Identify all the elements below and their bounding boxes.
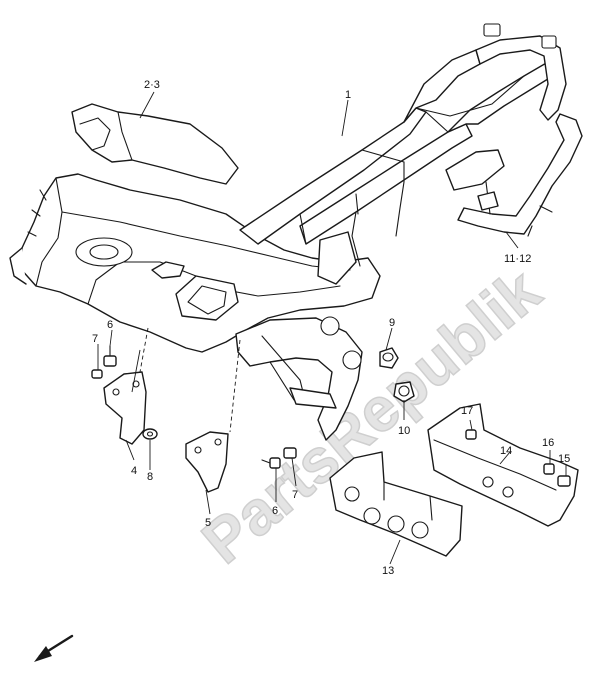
label-bolt-c: 17 [461, 405, 473, 417]
label-cushion-lower: 10 [398, 425, 410, 437]
main-frame-rear-truss [239, 23, 567, 285]
label-washer: 8 [147, 471, 153, 483]
label-frame-cover: 2·3 [144, 79, 160, 91]
label-nut-a: 15 [558, 453, 570, 465]
frame-cover-part [71, 103, 239, 185]
label-bolt-small-right: 7 [292, 489, 298, 501]
label-guard-rear: 14 [500, 445, 512, 457]
label-bolt-left: 6 [107, 319, 113, 331]
bolt-small-left-part [91, 369, 103, 379]
nut-a-part [557, 475, 571, 487]
callout-labels: 1 2·3 11·12 9 10 6 7 4 8 5 6 7 13 14 15 … [92, 79, 570, 577]
main-frame-pivot-section [235, 316, 363, 441]
bolt-b-part [543, 463, 555, 475]
side-frame-part [457, 113, 583, 237]
bolt-c-part [465, 429, 477, 440]
label-bolt-small-left: 7 [92, 333, 98, 345]
label-bracket-right: 5 [205, 517, 211, 529]
label-bolt-right: 6 [272, 505, 278, 517]
bolt-right-part [261, 457, 281, 469]
bolt-left-part [103, 345, 117, 367]
bracket-right-part [185, 431, 229, 493]
label-bolt-b: 16 [542, 437, 554, 449]
leader-lines [97, 91, 567, 565]
label-side-frame: 11·12 [504, 253, 531, 265]
cushion-lower-part [393, 381, 415, 403]
bolt-small-right-part [283, 447, 297, 459]
label-frame: 1 [345, 89, 351, 101]
label-bracket-left: 4 [131, 465, 137, 477]
label-cushion-upper: 9 [389, 317, 395, 329]
bracket-left-part [103, 371, 147, 445]
cushion-upper-part [379, 347, 399, 369]
washer-part [142, 428, 158, 440]
guard-front-part [329, 451, 463, 557]
front-direction-arrow-icon [34, 634, 74, 662]
label-guard-front: 13 [382, 565, 394, 577]
main-frame-part [9, 173, 381, 353]
